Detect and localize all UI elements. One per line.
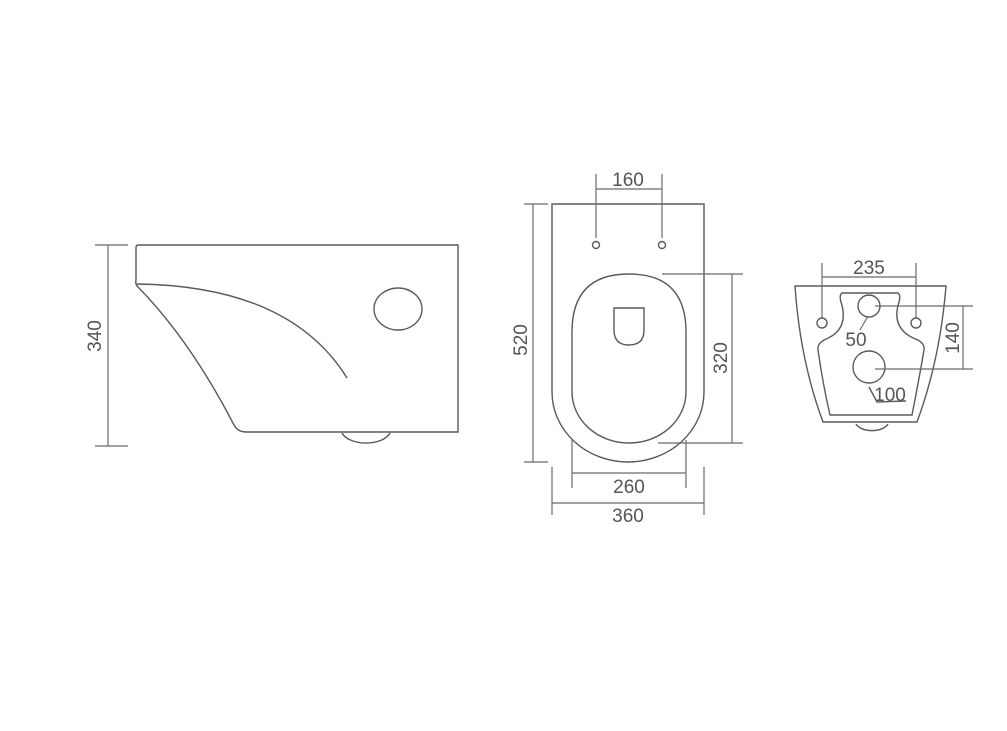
side-inlet-hole [373,287,423,331]
bolt-hole-left [816,317,828,329]
inlet-diameter-label: 50 [845,330,866,351]
dimension-inner-width: 260 [571,440,687,498]
rear-inner-outline [817,292,925,416]
bolt-hole-right [910,317,922,329]
outlet-hole [852,350,886,384]
side-bowl-curve [136,283,348,379]
dimension-label: 320 [711,342,732,374]
dimension-height: 340 [85,244,128,447]
rear-view: 235 140 50 100 [794,258,973,432]
dimension-pipe-spacing: 140 [875,305,973,370]
outlet-spigot [868,386,907,403]
side-body-outline [135,244,459,433]
dimension-label: 160 [612,170,644,191]
dimension-hinge-spacing: 160 [595,170,663,238]
hinge-hole-right [657,240,667,250]
top-view: 160 520 320 260 360 [511,170,743,527]
dimension-label: 260 [613,477,645,498]
seat-tab [613,307,645,346]
dimension-length: 520 [511,203,548,463]
side-view: 340 [85,244,459,447]
rear-bottom-bump [855,423,889,432]
dimension-seat-opening: 320 [658,273,743,444]
dimension-outer-width: 360 [551,467,705,527]
dimension-label: 140 [943,322,964,354]
side-outlet-bump [341,432,391,444]
dimension-label: 520 [511,324,532,356]
dimension-label: 360 [612,506,644,527]
top-body-outline [551,203,705,463]
outlet-diameter-label: 100 [874,385,906,406]
dimension-label: 340 [85,320,106,352]
seat-outline [571,273,687,444]
dimension-label: 235 [853,258,885,279]
dimension-bolt-spacing: 235 [821,258,917,318]
rear-body-outline [794,285,947,423]
hinge-hole-left [591,240,601,250]
